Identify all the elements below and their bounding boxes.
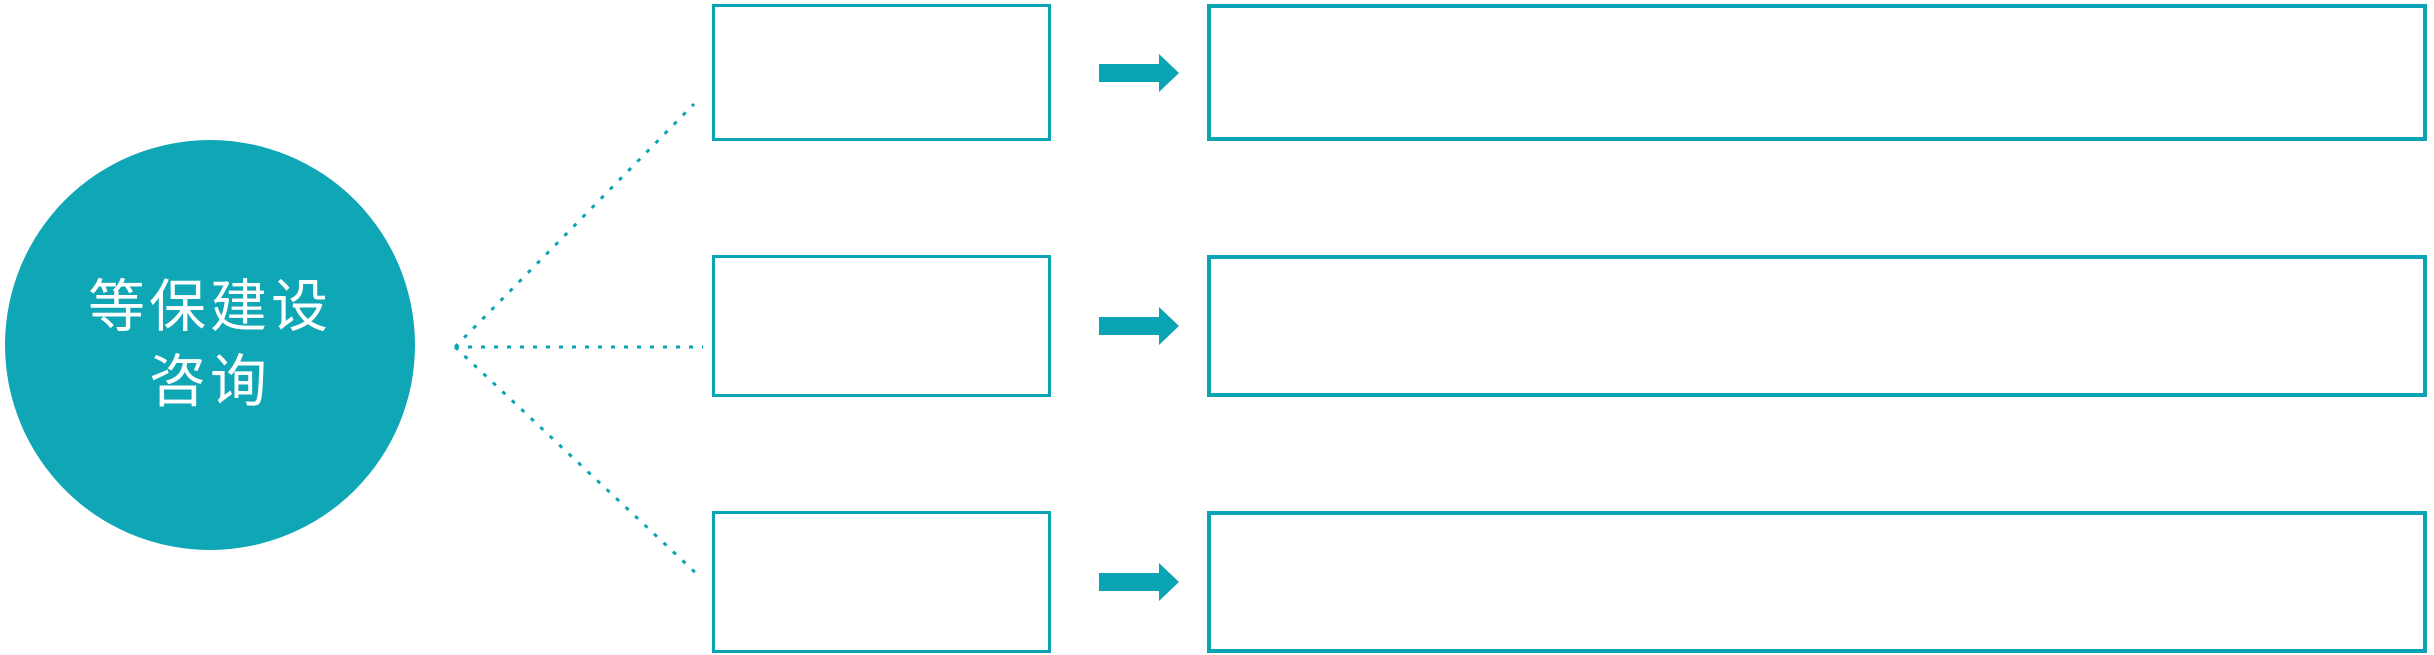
- diagram-row-2: [0, 255, 2434, 397]
- large-box-2: [1207, 255, 2427, 397]
- large-box-1: [1207, 4, 2427, 141]
- small-box-2: [712, 255, 1051, 397]
- arrow-right-icon: [1099, 563, 1179, 601]
- small-box-3: [712, 511, 1051, 653]
- hub-label-line1: 等保建设: [88, 274, 332, 339]
- small-box-1: [712, 4, 1051, 141]
- arrow-right-icon: [1099, 53, 1179, 92]
- hub-circle: 等保建设 咨询: [5, 140, 415, 550]
- diagram-row-3: [0, 511, 2434, 653]
- large-box-3: [1207, 511, 2427, 653]
- arrow-right-icon: [1099, 307, 1179, 345]
- diagram-row-1: [0, 4, 2434, 141]
- hub-label-line2: 咨询: [149, 350, 271, 414]
